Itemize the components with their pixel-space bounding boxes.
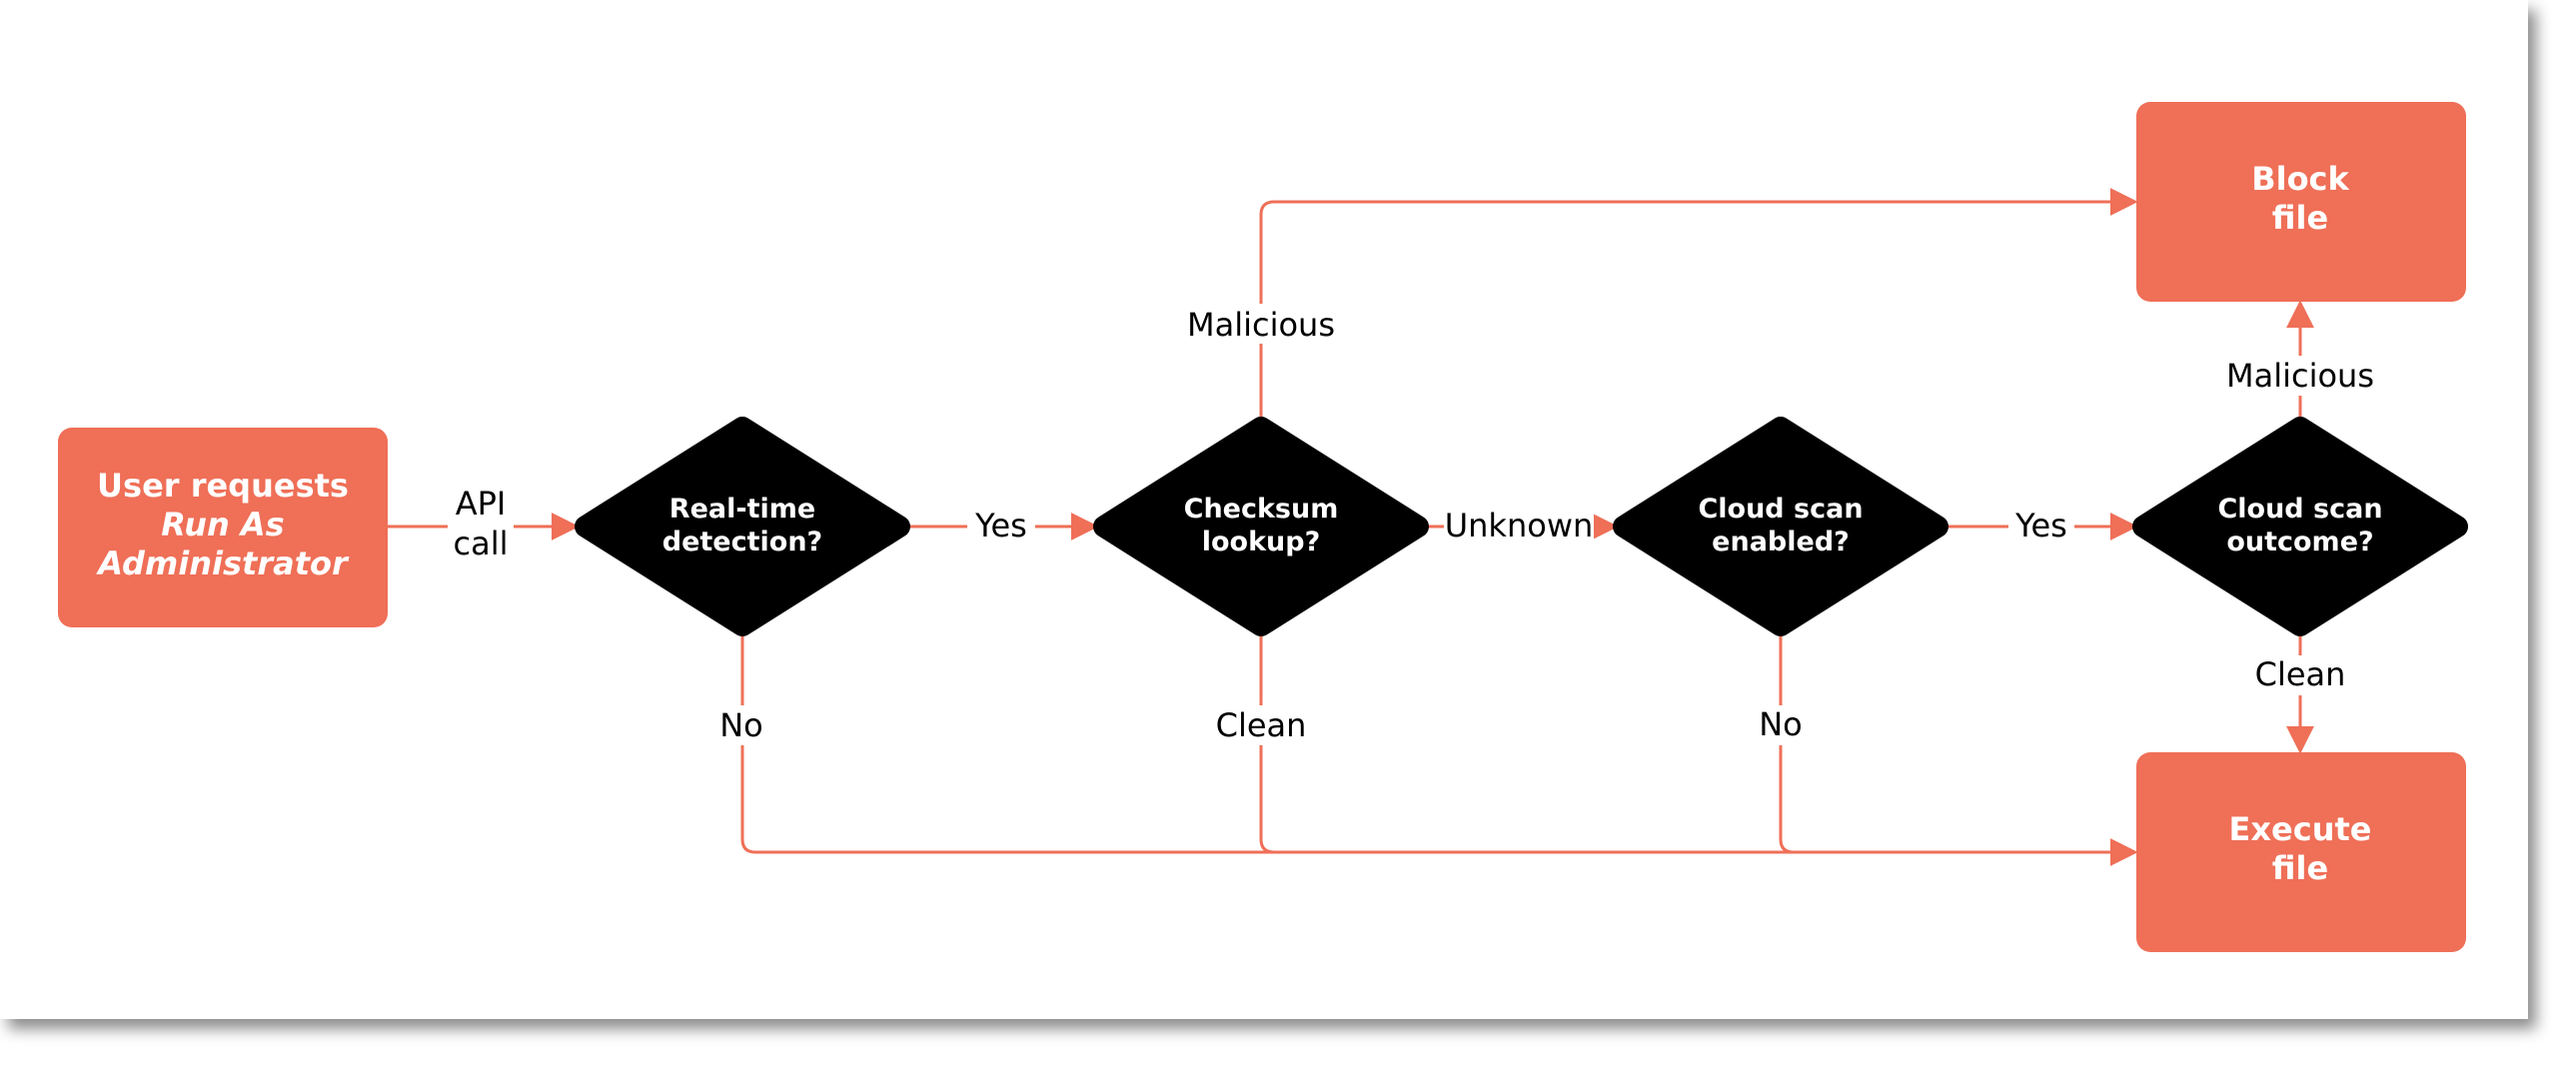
label-cloud-enabled-no: No [1759, 705, 1803, 743]
label-checksum-unknown: Unknown [1445, 507, 1594, 544]
label-api-call-1: API [456, 485, 507, 523]
label-cloud-outcome-clean: Clean [2255, 655, 2346, 693]
label-realtime-yes: Yes [974, 507, 1027, 544]
execute-box [2136, 752, 2466, 952]
edge-labels: API call Yes Unknown Yes Malicious Malic… [454, 306, 2375, 744]
start-line1: User requests [97, 467, 349, 505]
node-start: User requests Run As Administrator [58, 428, 388, 627]
label-cloud-enabled-yes: Yes [2014, 507, 2067, 544]
block-box [2136, 102, 2466, 302]
start-line2: Run As [161, 506, 284, 543]
cloud-enabled-diamond [1613, 417, 1948, 636]
start-line3: Administrator [95, 544, 350, 582]
label-checksum-malicious: Malicious [1187, 306, 1335, 344]
node-cloud-scan-outcome: Cloud scan outcome? [2132, 417, 2468, 636]
cloud-enabled-line1: Cloud scan [1698, 494, 1863, 525]
label-realtime-no: No [719, 706, 763, 744]
label-api-call-2: call [454, 525, 509, 562]
block-line2: file [2272, 199, 2328, 237]
cloud-enabled-line2: enabled? [1712, 527, 1850, 557]
label-cloud-outcome-malicious: Malicious [2226, 357, 2374, 395]
node-cloud-scan-enabled: Cloud scan enabled? [1613, 417, 1948, 636]
realtime-line2: detection? [662, 527, 822, 557]
realtime-diamond [575, 417, 910, 636]
cloud-outcome-diamond [2132, 417, 2468, 636]
start-box [58, 428, 388, 627]
edge-realtime-no [740, 624, 2138, 866]
checksum-diamond [1093, 417, 1429, 636]
cloud-outcome-line1: Cloud scan [2217, 494, 2382, 525]
execute-line2: file [2272, 849, 2328, 887]
edge-label-backgrounds [448, 304, 2377, 745]
label-checksum-clean: Clean [1216, 706, 1307, 744]
node-realtime-detection: Real-time detection? [575, 417, 910, 636]
node-block-file: Block file [2136, 102, 2466, 302]
block-line1: Block [2251, 160, 2349, 198]
edge-cloud-enabled-no [1779, 624, 1795, 854]
checksum-line2: lookup? [1202, 527, 1321, 557]
node-execute-file: Execute file [2136, 752, 2466, 952]
cloud-outcome-line2: outcome? [2226, 527, 2373, 557]
execute-line1: Execute [2229, 810, 2372, 848]
edge-checksum-clean [1259, 624, 1275, 854]
edge-checksum-malicious [1259, 188, 2138, 430]
node-checksum-lookup: Checksum lookup? [1093, 417, 1429, 636]
realtime-line1: Real-time [669, 494, 815, 525]
checksum-line1: Checksum [1184, 494, 1339, 525]
